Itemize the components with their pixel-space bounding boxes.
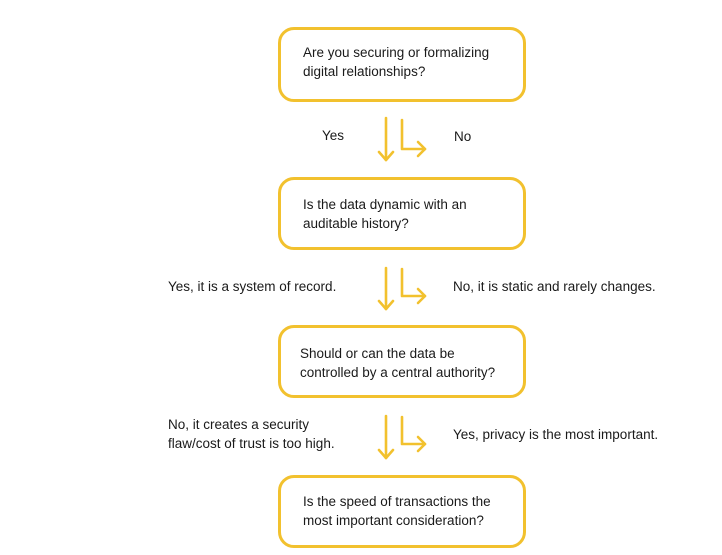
decision-box-1: Are you securing or formalizing digital … [278,27,526,102]
no-branch-label: No [454,129,472,144]
yes-branch-label: Yes [322,128,345,143]
yes-branch-label: No, it creates a security flaw/cost of t… [168,417,335,451]
down-arrow-icon [377,266,395,311]
decision-box-3: Should or can the data be controlled by … [278,325,526,398]
right-arrow-icon [400,267,427,305]
right-arrow-icon [400,118,427,158]
decision-question: Are you securing or formalizing digital … [303,45,490,79]
down-arrow-icon [377,414,395,460]
decision-question: Should or can the data be controlled by … [300,346,496,380]
no-branch-label: No, it is static and rarely changes. [453,279,656,294]
decision-question: Is the data dynamic with an auditable hi… [303,197,467,231]
yes-branch-label: Yes, it is a system of record. [168,279,337,294]
decision-box-2: Is the data dynamic with an auditable hi… [278,177,526,250]
right-arrow-icon [400,415,427,453]
decision-box-4: Is the speed of transactions the most im… [278,475,526,548]
no-branch-label: Yes, privacy is the most important. [453,427,659,442]
down-arrow-icon [377,116,395,162]
decision-question: Is the speed of transactions the most im… [303,494,491,528]
